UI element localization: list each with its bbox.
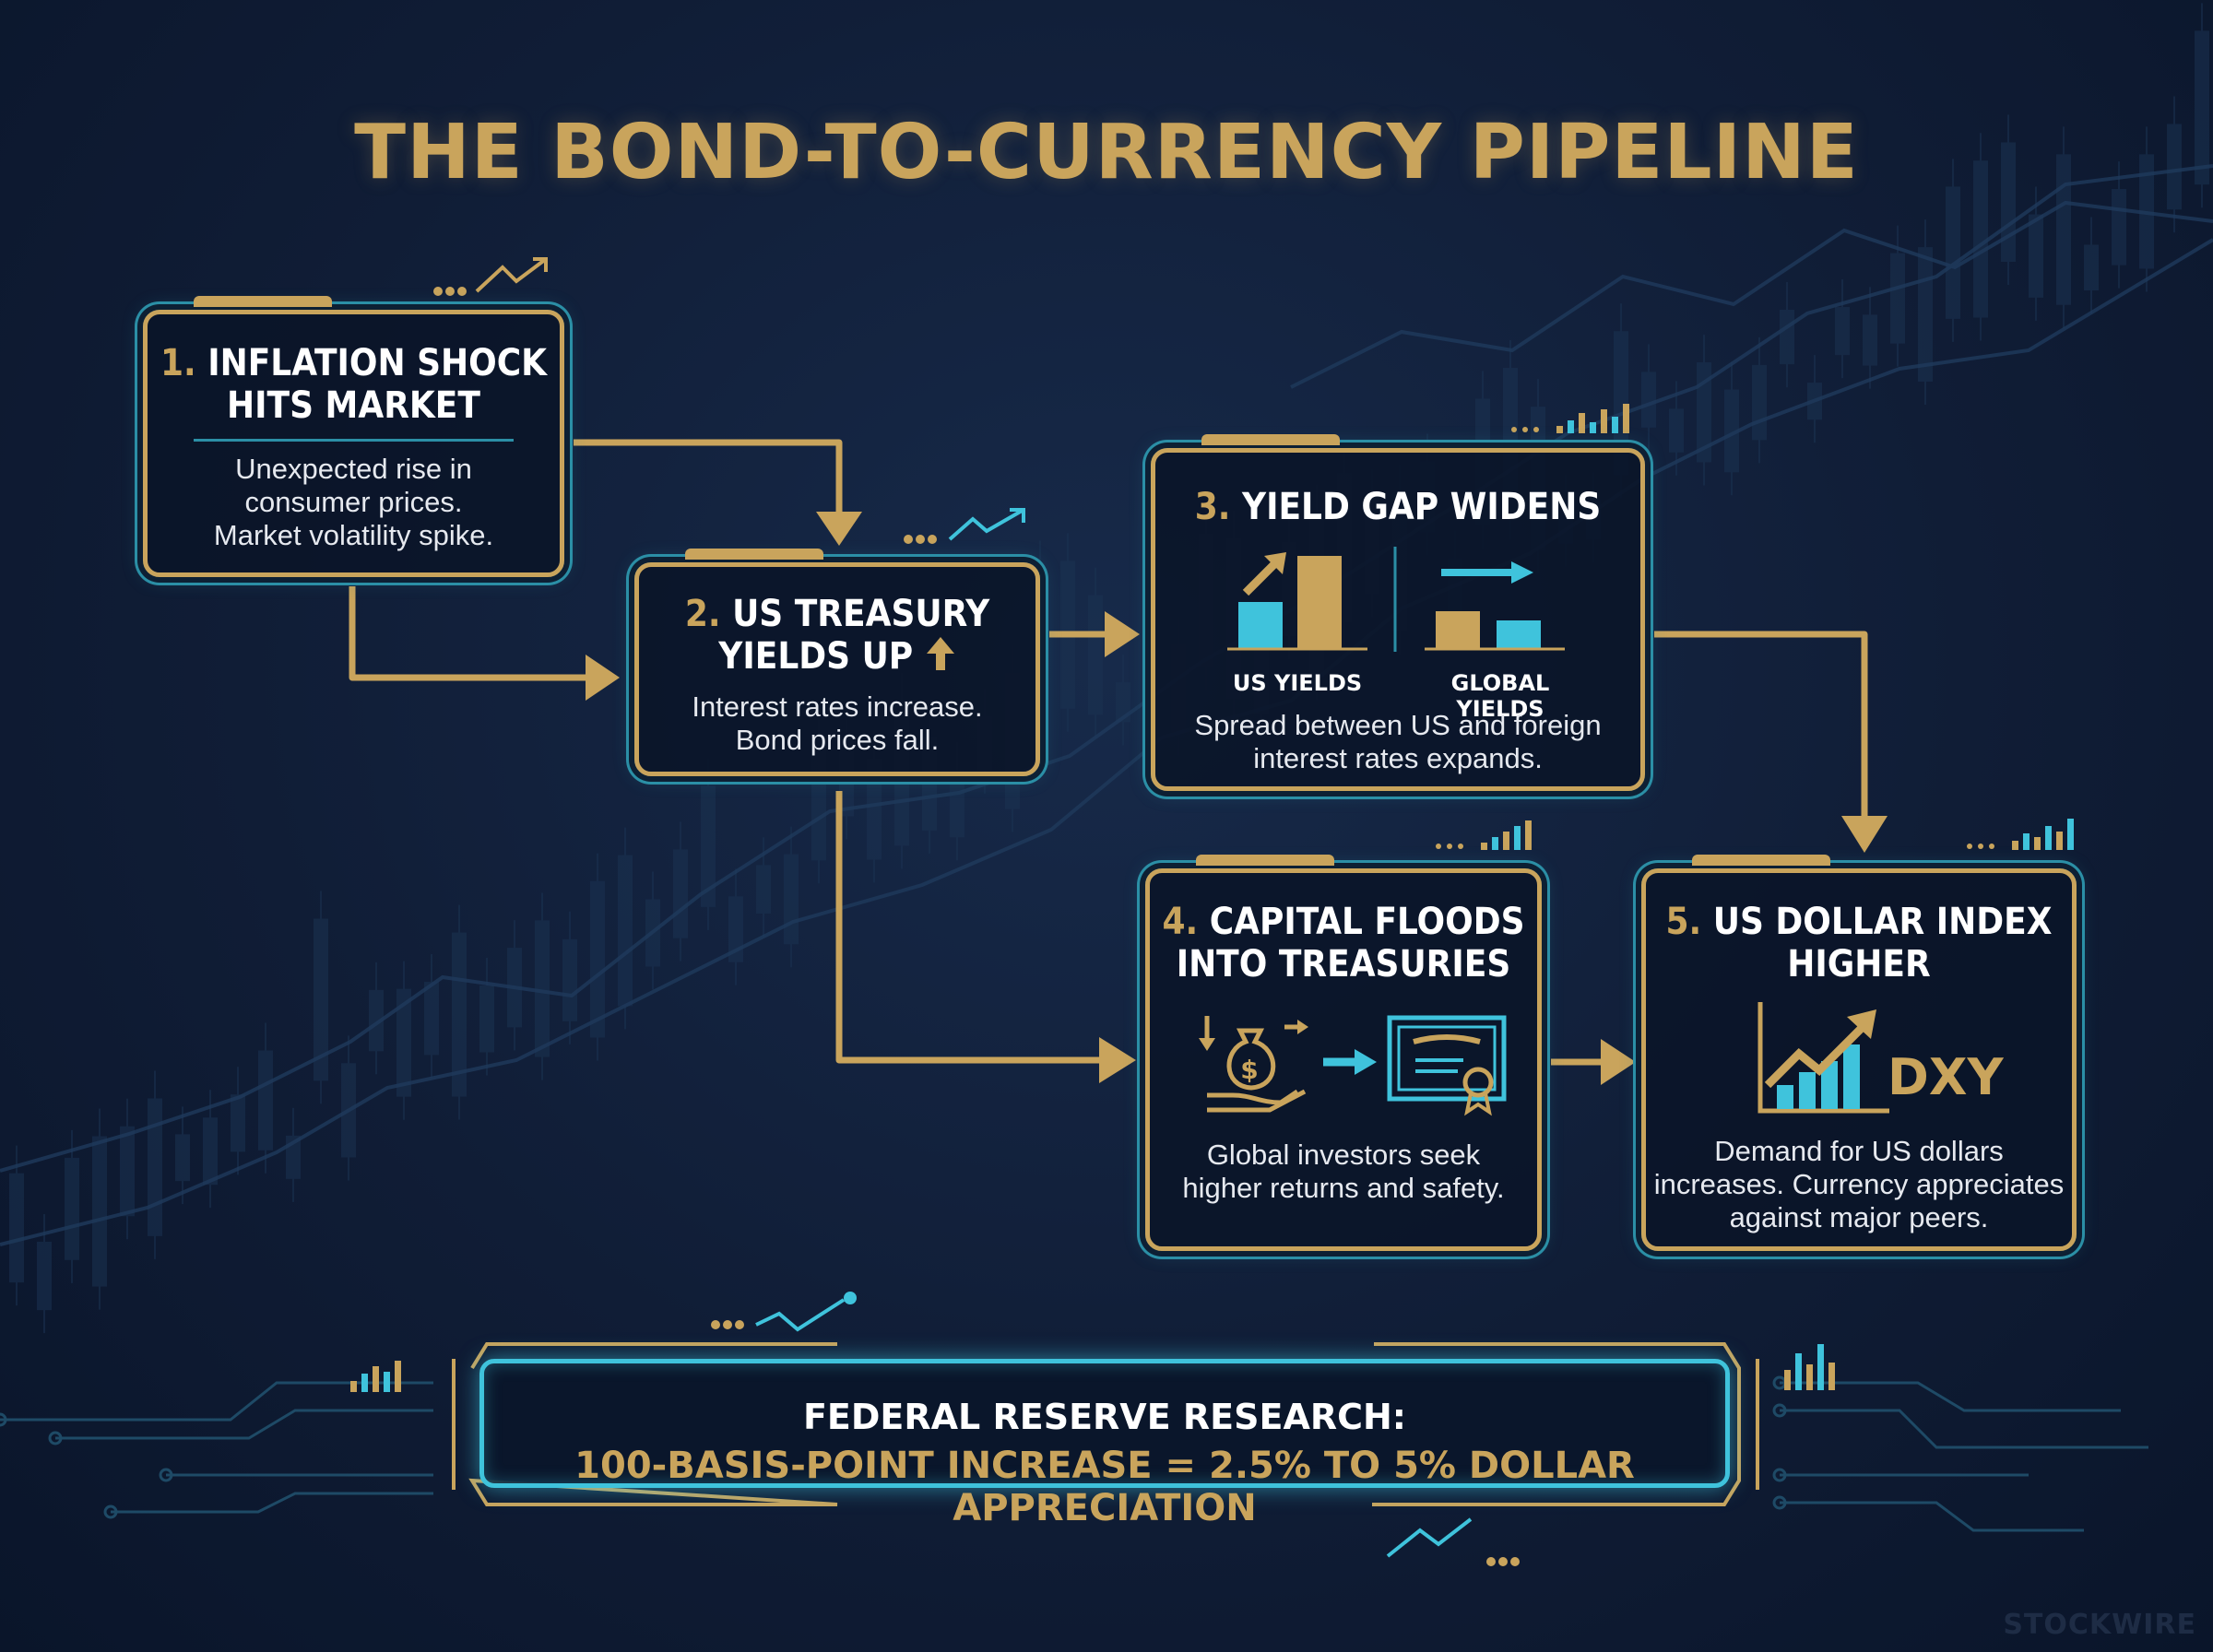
card-tab — [1692, 855, 1830, 866]
circuit-trace — [1780, 1501, 2084, 1532]
step-number: 3. — [1194, 486, 1231, 528]
step-3-card: 3. YIELD GAP WIDENS US YIELDS GLOBAL YIE… — [1151, 434, 1645, 791]
bar-comparison-icon — [1227, 547, 1565, 652]
step-2-title: 2. US TREASURY YIELDS UP — [639, 593, 1035, 678]
step-1-title: 1. INFLATION SHOCK HITS MARKET — [148, 342, 560, 427]
step-1-card: 1. INFLATION SHOCK HITS MARKET Unexpecte… — [143, 296, 564, 577]
circuit-node — [159, 1468, 173, 1482]
step-number: 2. — [684, 593, 721, 635]
circuit-node — [0, 1412, 7, 1427]
background-trend-line-c — [1290, 200, 2213, 389]
step-title-line1: YIELD GAP WIDENS — [1242, 486, 1602, 528]
circuit-node — [1772, 1495, 1787, 1510]
step-5-card: 5. US DOLLAR INDEX HIGHER DXY Demand for… — [1641, 855, 2077, 1251]
desc-line: Unexpected rise in — [235, 453, 472, 485]
circuit-node — [1772, 1468, 1787, 1482]
step-number: 5. — [1665, 901, 1702, 943]
circuit-trace — [1780, 1381, 2121, 1412]
background-trend-line-b — [0, 238, 2213, 1246]
desc-line: consumer prices. — [244, 486, 463, 518]
step-title-line2: INTO TREASURIES — [1176, 943, 1511, 985]
step-3-description: Spread between US and foreign interest r… — [1155, 709, 1640, 775]
step-2-card: 2. US TREASURY YIELDS UP Interest rates … — [634, 549, 1040, 776]
circuit-trace — [1780, 1409, 2148, 1449]
step-1-description: Unexpected rise in consumer prices. Mark… — [148, 453, 560, 552]
rising-chart-icon — [1757, 1002, 1889, 1114]
step-title-line1: US TREASURY — [732, 593, 990, 635]
circuit-traces — [0, 1375, 2148, 1532]
card-tab — [685, 549, 823, 560]
desc-line: Interest rates increase. — [692, 690, 983, 723]
desc-line: against major peers. — [1729, 1201, 1989, 1233]
step-5-title: 5. US DOLLAR INDEX HIGHER — [1646, 901, 2072, 985]
card-tab — [194, 296, 332, 307]
step-4-title: 4. CAPITAL FLOODS INTO TREASURIES — [1150, 901, 1537, 985]
step-4-description: Global investors seek higher returns and… — [1150, 1139, 1537, 1205]
us-yields-label: US YIELDS — [1232, 670, 1363, 696]
step-title-line2: HITS MARKET — [227, 384, 480, 427]
step-3-title: 3. YIELD GAP WIDENS — [1155, 486, 1640, 528]
page-title: THE BOND-TO-CURRENCY PIPELINE — [354, 109, 1859, 196]
up-arrow-icon — [926, 637, 954, 670]
desc-line: Demand for US dollars — [1714, 1135, 2004, 1167]
background-trend-line-a — [0, 164, 2213, 1173]
circuit-node — [1772, 1403, 1787, 1418]
circuit-node — [48, 1431, 63, 1446]
circuit-trace — [111, 1492, 433, 1514]
research-callout: FEDERAL RESERVE RESEARCH: 100-BASIS-POIN… — [479, 1359, 1730, 1529]
desc-line: Spread between US and foreign — [1194, 709, 1602, 741]
circuit-trace — [0, 1381, 433, 1422]
desc-line: interest rates expands. — [1253, 742, 1543, 774]
research-finding: 100-BASIS-POINT INCREASE = 2.5% TO 5% DO… — [574, 1445, 1635, 1529]
desc-line: Market volatility spike. — [213, 519, 494, 551]
step-5-description: Demand for US dollars increases. Currenc… — [1646, 1135, 2072, 1234]
step-title-line2: YIELDS UP — [718, 635, 914, 678]
step-number: 4. — [1162, 901, 1199, 943]
step-4-card: 4. CAPITAL FLOODS INTO TREASURIES $ Glob… — [1145, 855, 1542, 1251]
circuit-trace — [55, 1409, 433, 1440]
research-frame — [452, 1342, 1759, 1506]
watermark-logo: STOCKWIRE — [2003, 1609, 2196, 1641]
desc-line: Bond prices fall. — [735, 724, 940, 756]
card-tab — [1196, 855, 1334, 866]
circuit-node — [103, 1504, 118, 1519]
step-number: 1. — [160, 342, 196, 384]
dxy-label: DXY — [1888, 1048, 2004, 1106]
step-title-line1: INFLATION SHOCK — [207, 342, 548, 384]
global-yields-label: GLOBAL YIELDS — [1450, 670, 1550, 722]
card-tab — [1201, 434, 1340, 445]
research-heading: FEDERAL RESERVE RESEARCH: — [802, 1397, 1407, 1437]
step-title-line1: US DOLLAR INDEX — [1712, 901, 2053, 943]
desc-line: Global investors seek — [1206, 1139, 1481, 1171]
money-bag-to-certificate-icon: $ — [1199, 1015, 1507, 1116]
svg-text:$: $ — [1240, 1055, 1258, 1085]
desc-line: increases. Currency appreciates — [1653, 1168, 2065, 1200]
title-divider — [194, 439, 514, 442]
step-title-line1: CAPITAL FLOODS — [1209, 901, 1525, 943]
desc-line: higher returns and safety. — [1182, 1172, 1505, 1204]
step-2-description: Interest rates increase. Bond prices fal… — [639, 690, 1035, 757]
step-title-line2: HIGHER — [1787, 943, 1931, 985]
